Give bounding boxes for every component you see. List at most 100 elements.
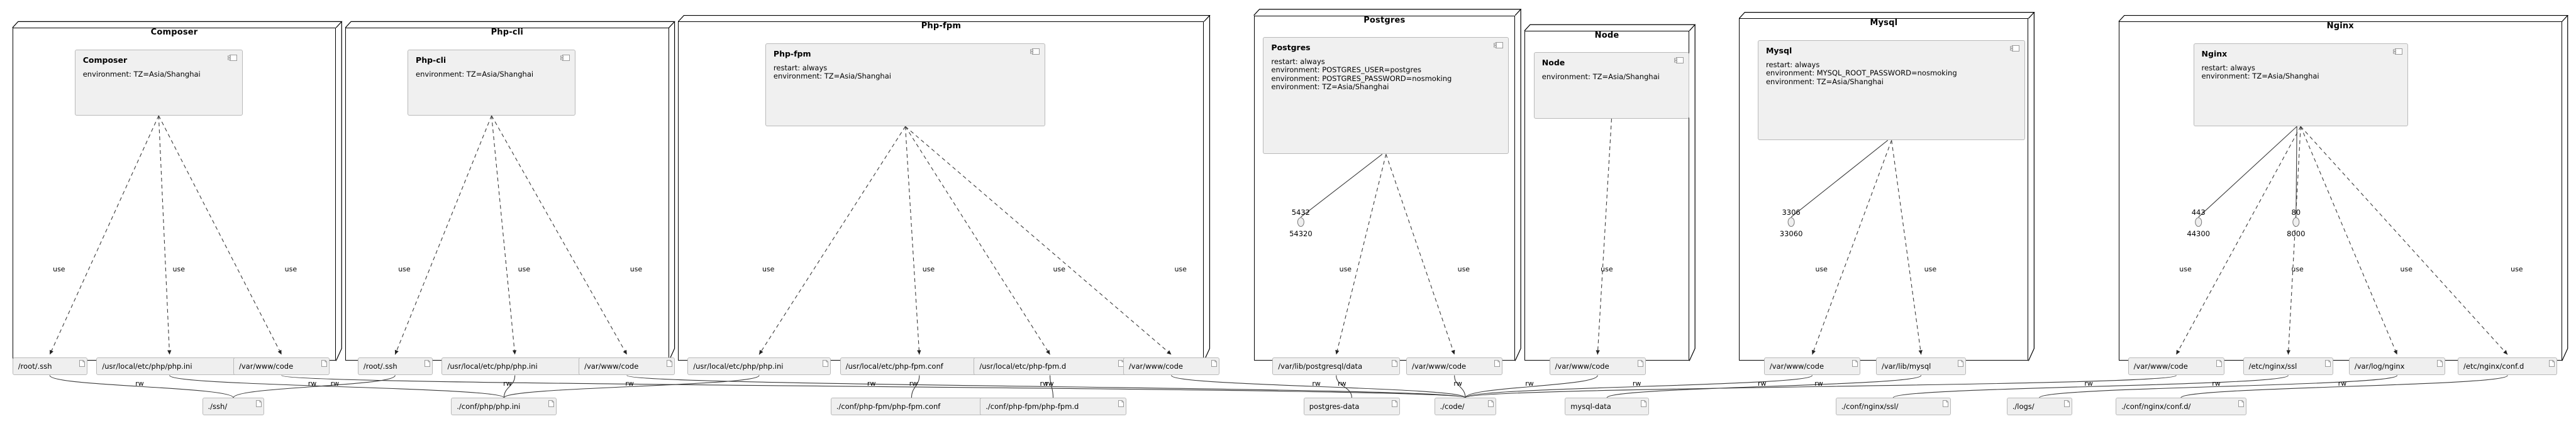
rw-label: rw: [2338, 379, 2347, 388]
artifact-postgres-1[interactable]: /var/www/code: [1406, 357, 1503, 376]
artifact-php-cli-2[interactable]: /var/www/code: [579, 357, 675, 376]
component-property: environment: TZ=Asia/Shanghai: [416, 69, 534, 79]
component-property: environment: TZ=Asia/Shanghai: [773, 72, 891, 81]
artifact-nginx-0[interactable]: /var/www/code: [2128, 357, 2224, 376]
artifact-php-fpm-1[interactable]: /usr/local/etc/php-fpm.conf: [840, 357, 999, 376]
use-label: use: [53, 265, 65, 274]
artifact-composer-1[interactable]: /usr/local/etc/php/php.ini: [96, 357, 243, 376]
use-label: use: [762, 265, 775, 274]
port-outer-label: 54320: [1289, 229, 1313, 239]
component-property: restart: always: [2201, 63, 2255, 72]
artifact-php-fpm-0[interactable]: /usr/local/etc/php/php.ini: [687, 357, 831, 376]
artifact-fold-icon: [2216, 360, 2222, 368]
volume-5[interactable]: ./code/: [1434, 398, 1497, 416]
node-container-nginx: [2118, 21, 2562, 361]
use-label: use: [1053, 265, 1065, 274]
volume-3[interactable]: ./conf/php-fpm/php-fpm.d: [980, 398, 1126, 416]
artifact-composer-0[interactable]: /root/.ssh: [12, 357, 87, 376]
volume-1[interactable]: ./conf/php/php.ini: [451, 398, 557, 416]
artifact-node-0[interactable]: /var/www/code: [1549, 357, 1646, 376]
port-inner-label: 80: [2291, 208, 2301, 217]
rw-label: rw: [135, 379, 144, 388]
rw-label: rw: [2084, 379, 2093, 388]
artifact-fold-icon: [321, 360, 328, 368]
artifact-postgres-0[interactable]: /var/lib/postgresql/data: [1272, 357, 1401, 376]
component-property: environment: MYSQL_ROOT_PASSWORD=nosmoki…: [1765, 68, 1957, 78]
use-label: use: [1815, 265, 1828, 274]
component-property: environment: TZ=Asia/Shanghai: [2201, 72, 2319, 81]
component-icon: [2392, 48, 2402, 55]
artifact-composer-2[interactable]: /var/www/code: [233, 357, 330, 376]
rw-label: rw: [1045, 379, 1054, 388]
artifact-fold-icon: [2437, 360, 2443, 368]
artifact-fold-icon: [667, 360, 673, 368]
component-property: environment: TZ=Asia/Shanghai: [1765, 77, 1884, 86]
node-title-mysql: Mysql: [1870, 18, 1898, 28]
node-title-node: Node: [1594, 31, 1619, 41]
artifact-fold-icon: [1942, 400, 1948, 408]
artifact-fold-icon: [822, 360, 828, 368]
component-property: restart: always: [773, 63, 828, 72]
volume-4[interactable]: postgres-data: [1303, 398, 1401, 416]
use-label: use: [284, 265, 297, 274]
artifact-php-cli-1[interactable]: /usr/local/etc/php/php.ini: [441, 357, 588, 376]
rw-label: rw: [1453, 379, 1462, 388]
volume-6[interactable]: mysql-data: [1565, 398, 1649, 416]
component-name: Postgres: [1271, 42, 1311, 52]
artifact-php-fpm-3[interactable]: /var/www/code: [1123, 357, 1220, 376]
node-title-php-cli: Php-cli: [491, 28, 524, 38]
artifact-fold-icon: [548, 400, 555, 408]
component-icon: [1030, 48, 1040, 55]
volume-0[interactable]: ./ssh/: [202, 398, 265, 416]
use-label: use: [1924, 265, 1937, 274]
artifact-nginx-1[interactable]: /etc/nginx/ssl: [2243, 357, 2334, 376]
component-name: Php-cli: [416, 55, 447, 65]
component-property: environment: POSTGRES_PASSWORD=nosmoking: [1271, 74, 1452, 83]
volume-2[interactable]: ./conf/php-fpm/php-fpm.conf: [830, 398, 993, 416]
use-label: use: [1339, 265, 1352, 274]
artifact-fold-icon: [1640, 400, 1646, 408]
use-label: use: [518, 265, 531, 274]
artifact-fold-icon: [1488, 400, 1494, 408]
artifact-php-fpm-2[interactable]: /usr/local/etc/php-fpm.d: [974, 357, 1126, 376]
component-name: Node: [1541, 58, 1565, 68]
node-title-postgres: Postgres: [1363, 15, 1406, 25]
node-title-composer: Composer: [150, 28, 198, 38]
use-label: use: [2511, 265, 2523, 274]
component-property: environment: TZ=Asia/Shanghai: [1271, 82, 1389, 92]
component-icon: [1494, 41, 1504, 48]
artifact-mysql-1[interactable]: /var/lib/mysql: [1875, 357, 1967, 376]
volume-9[interactable]: ./conf/nginx/conf.d/: [2115, 398, 2246, 416]
node-title-nginx: Nginx: [2326, 21, 2354, 31]
artifact-fold-icon: [424, 360, 430, 368]
component-property: environment: POSTGRES_USER=postgres: [1271, 65, 1422, 75]
port-inner-label: 3306: [1782, 208, 1801, 217]
use-label: use: [1174, 265, 1187, 274]
artifact-nginx-2[interactable]: /var/log/nginx: [2348, 357, 2446, 376]
artifact-fold-icon: [1958, 360, 1964, 368]
artifact-fold-icon: [1494, 360, 1501, 368]
artifact-php-cli-0[interactable]: /root/.ssh: [357, 357, 433, 376]
artifact-fold-icon: [2063, 400, 2070, 408]
artifact-fold-icon: [79, 360, 85, 368]
artifact-mysql-0[interactable]: /var/www/code: [1763, 357, 1861, 376]
volume-8[interactable]: ./logs/: [2006, 398, 2072, 416]
port-outer-label: 8000: [2287, 229, 2306, 239]
rw-label: rw: [503, 379, 512, 388]
rw-label: rw: [1814, 379, 1823, 388]
artifact-fold-icon: [1211, 360, 1218, 368]
rw-label: rw: [1632, 379, 1641, 388]
artifact-nginx-3[interactable]: /etc/nginx/conf.d: [2458, 357, 2558, 376]
use-label: use: [2291, 265, 2304, 274]
volume-7[interactable]: ./conf/nginx/ssl/: [1835, 398, 1951, 416]
use-label: use: [398, 265, 411, 274]
component-icon: [560, 54, 570, 61]
component-php-cli[interactable]: Php-cli environment: TZ=Asia/Shanghai: [408, 49, 576, 116]
use-label: use: [172, 265, 186, 274]
